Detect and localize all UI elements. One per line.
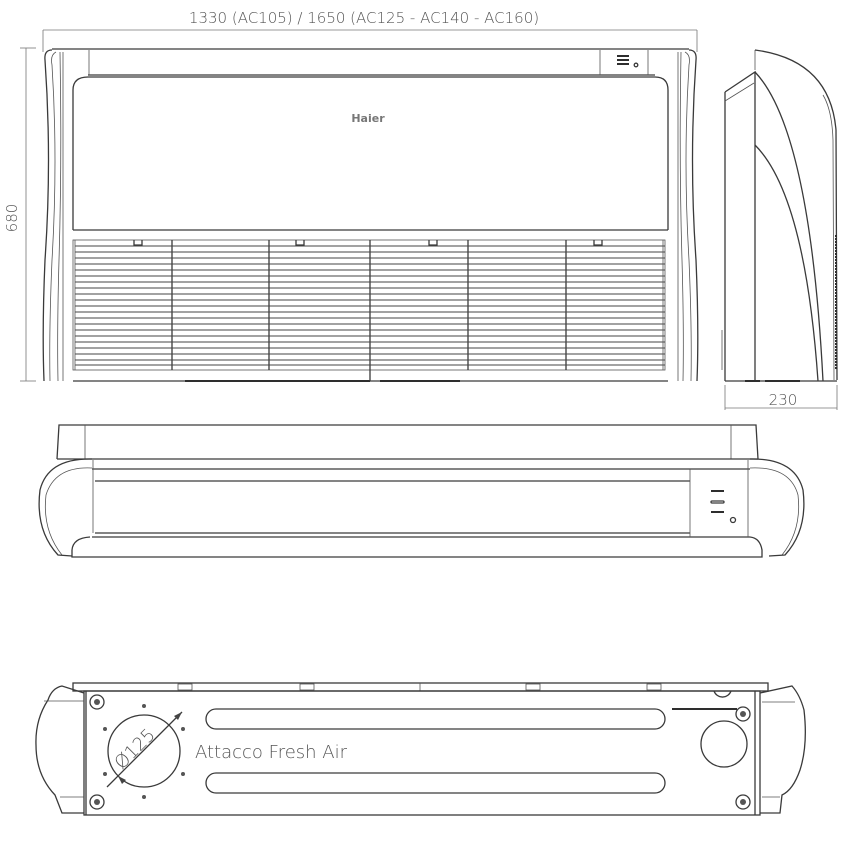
- fresh-air-duct: Ø125: [103, 704, 185, 799]
- top-view: Ø125 Attacco Fresh Air: [35, 682, 806, 816]
- depth-dimension-label: 230: [769, 391, 798, 409]
- height-dimension-label: 680: [3, 204, 21, 233]
- fresh-air-label: Attacco Fresh Air: [195, 742, 348, 763]
- bottom-view: [38, 424, 805, 558]
- haier-logo: Haier: [351, 112, 385, 125]
- rail-clips: [177, 683, 662, 691]
- width-dimension-label: 1330 (AC105) / 1650 (AC125 - AC140 - AC1…: [189, 9, 539, 27]
- side-view: 230: [721, 49, 838, 410]
- front-view: 1330 (AC105) / 1650 (AC125 - AC140 - AC1…: [3, 9, 699, 382]
- louver-lines: [75, 245, 665, 366]
- screw-icons: [89, 694, 751, 810]
- duct-diameter-label: Ø125: [111, 725, 160, 774]
